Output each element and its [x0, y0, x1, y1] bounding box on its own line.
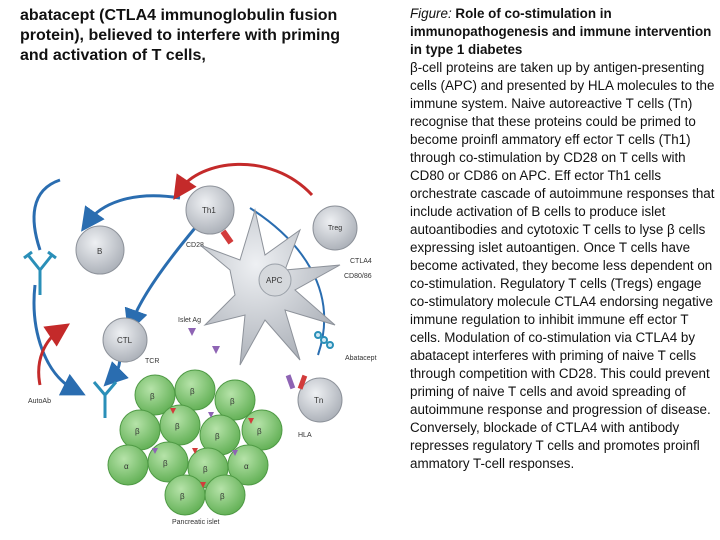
- slide-body-text: abatacept (CTLA4 immunoglobulin fusion p…: [20, 7, 341, 64]
- islet-beta-9: β: [203, 465, 208, 474]
- islet-beta-3: β: [230, 397, 235, 406]
- tn-cd28-receptor: [297, 374, 308, 390]
- islet-alpha-2: α: [244, 462, 249, 471]
- islet-beta-1: β: [150, 392, 155, 401]
- figure-caption-body: β-cell proteins are taken up by antigen-…: [410, 60, 715, 471]
- islet-alpha-1: α: [124, 462, 129, 471]
- islet-beta-11: β: [220, 492, 225, 501]
- ctla4-label: CTLA4: [350, 258, 372, 265]
- abatacept-label: Abatacept: [345, 355, 377, 362]
- tcr-label: TCR: [145, 358, 159, 365]
- b-cell-label: B: [97, 247, 102, 256]
- costimulation-figure: B AutoAb Th1 CD28 Treg CTLA4 CD80/86 APC…: [23, 162, 377, 526]
- ctl-label: CTL: [117, 336, 133, 345]
- antibody-bottom-icon: [92, 381, 118, 418]
- islet-ag-marker: [188, 328, 196, 336]
- arrow-islet-inhibit: [37, 323, 70, 386]
- islet-beta-7: β: [257, 427, 262, 436]
- arrow-th1-to-b: [81, 194, 181, 232]
- arrow-treg-inhibit: [173, 162, 314, 200]
- tn-cell: Tn: [297, 377, 343, 423]
- cd28-label: CD28: [186, 242, 204, 249]
- apc-cell: APC: [199, 208, 341, 366]
- cd28-receptor: [220, 229, 234, 245]
- islet-beta-4: β: [135, 427, 140, 436]
- islet-ag-label: Islet Ag: [178, 317, 201, 324]
- th1-label: Th1: [202, 206, 216, 215]
- figure-caption: Figure: Role of co-stimulation in immuno…: [410, 5, 715, 473]
- hla-label: HLA: [298, 432, 312, 439]
- pancreatic-islet: β β β β β β β α β β α β β: [107, 369, 283, 516]
- islet-beta-2: β: [190, 387, 195, 396]
- figure-label: Figure:: [410, 6, 452, 21]
- cd80-86-label: CD80/86: [344, 273, 372, 280]
- apc-label: APC: [266, 276, 283, 285]
- islet-beta-5: β: [175, 422, 180, 431]
- arrow-b-to-autoab: [32, 178, 61, 251]
- antigen-marker: [212, 346, 220, 354]
- treg-label: Treg: [328, 225, 342, 232]
- islet-beta-8: β: [163, 459, 168, 468]
- b-cell: B: [75, 225, 125, 275]
- th1-cell: Th1: [185, 185, 235, 235]
- abatacept-molecule: [314, 331, 334, 349]
- arrow-left-curve: [32, 284, 86, 396]
- islet-beta-10: β: [180, 492, 185, 501]
- hla-molecule: [285, 374, 296, 390]
- figure-caption-title: Role of co-stimulation in immunopathogen…: [410, 6, 712, 57]
- treg-cell: Treg: [312, 205, 358, 251]
- antibody-top-icon: [23, 250, 57, 295]
- autoab-label: AutoAb: [28, 398, 51, 405]
- ctl-cell: CTL: [102, 317, 148, 363]
- tn-label: Tn: [314, 396, 323, 405]
- pancreatic-islet-label: Pancreatic islet: [172, 519, 220, 526]
- arrow-th1-to-ctl: [124, 227, 197, 334]
- islet-beta-6: β: [215, 432, 220, 441]
